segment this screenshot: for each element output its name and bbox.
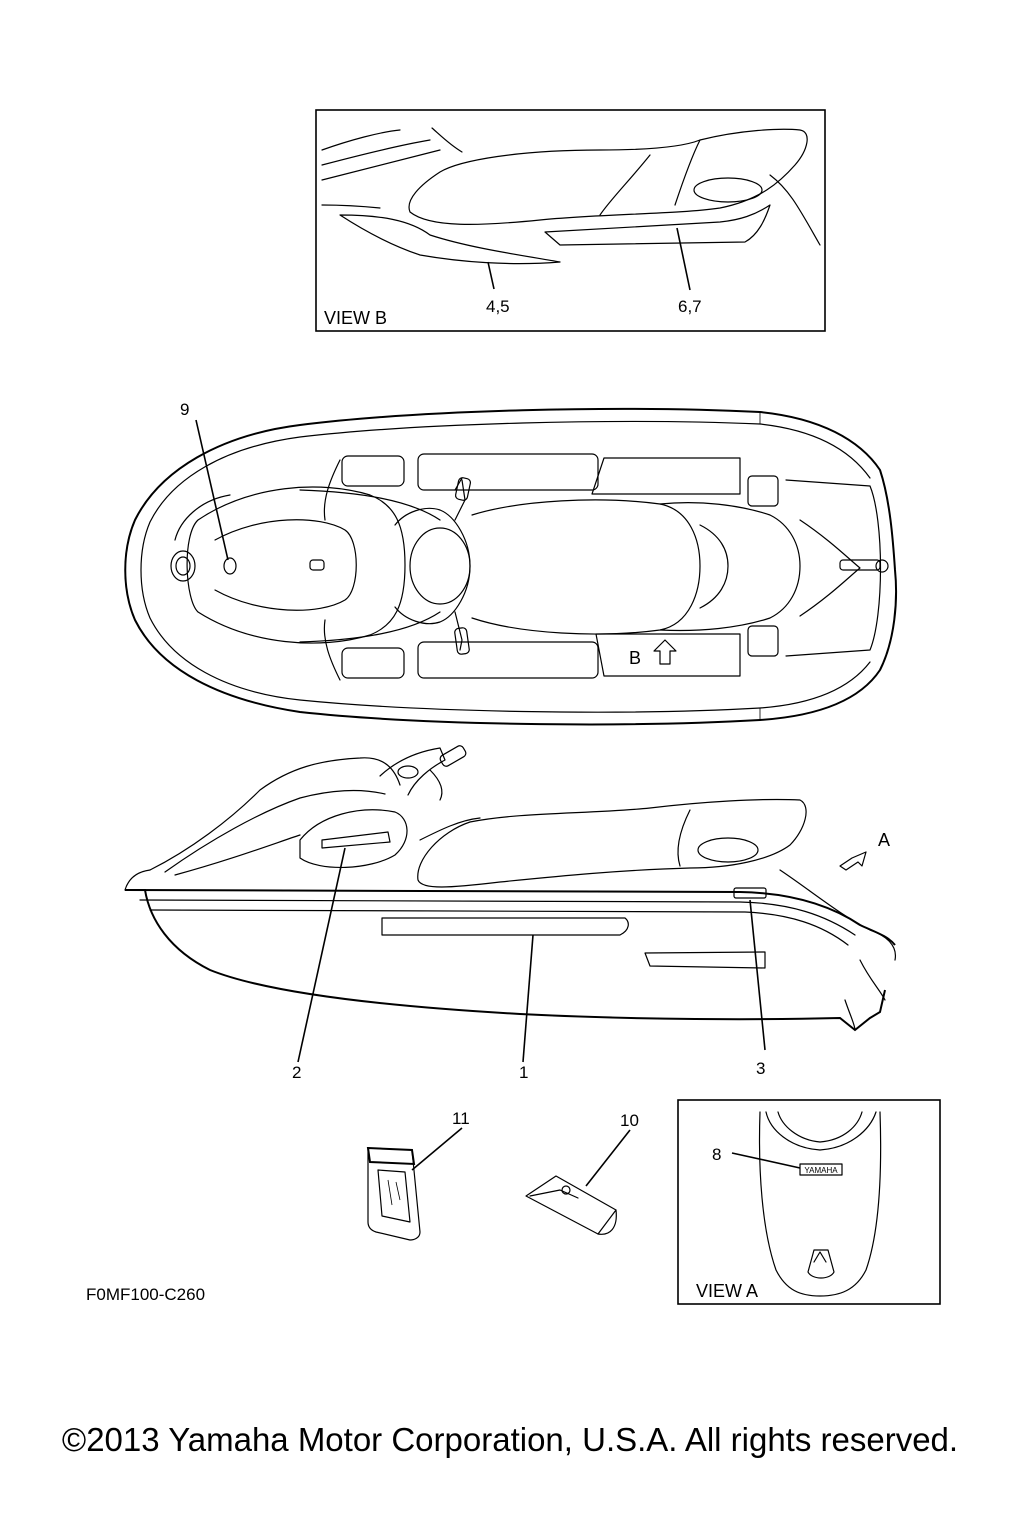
view-b-inset: VIEW B 4,5 6,7 — [315, 109, 826, 332]
figure-code: F0MF100-C260 — [86, 1285, 205, 1304]
part-10-cover: 10 — [525, 1111, 639, 1235]
decal-2 — [321, 831, 391, 849]
callout-8: 8 — [712, 1145, 721, 1164]
decal-4-5 — [339, 214, 561, 265]
yamaha-plate — [799, 1163, 843, 1176]
steering-hub — [409, 527, 471, 605]
callout-9: 9 — [180, 400, 189, 419]
view-a-label: VIEW A — [696, 1281, 758, 1301]
callout-1: 1 — [519, 1063, 528, 1082]
side-rear-handle — [697, 837, 759, 863]
callout-11: 11 — [452, 1109, 470, 1128]
bow-eye — [170, 550, 196, 582]
top-view: B 9 — [124, 400, 898, 726]
view-b-frame — [315, 109, 826, 332]
yamaha-plate-text: YAMAHA — [804, 1166, 838, 1175]
callout-3: 3 — [756, 1059, 765, 1078]
seat-outline — [408, 128, 808, 226]
decal-1 — [381, 917, 629, 936]
arrow-a-icon — [839, 851, 867, 871]
view-a-frame — [677, 1099, 941, 1305]
view-a-inset: YAMAHA 8 VIEW A — [677, 1099, 941, 1305]
part-11-pouch: 11 — [366, 1109, 470, 1241]
side-view-hull — [125, 889, 886, 1032]
decal-3 — [733, 887, 767, 899]
rear-handle — [693, 177, 763, 203]
view-b-label: VIEW B — [324, 308, 387, 328]
callout-2: 2 — [292, 1063, 301, 1082]
arrow-b-label: B — [629, 648, 641, 668]
copyright-notice: ©2013 Yamaha Motor Corporation, U.S.A. A… — [62, 1421, 958, 1458]
top-view-hull — [124, 407, 898, 726]
side-view-seat — [417, 798, 807, 888]
callout-10: 10 — [620, 1111, 639, 1130]
arrow-b-icon — [653, 639, 677, 665]
side-view: A 1 2 3 — [124, 745, 897, 1082]
top-view-seat — [471, 499, 701, 635]
arrow-a-label: A — [878, 830, 890, 850]
callout-4-5: 4,5 — [486, 297, 510, 316]
decal-9-marker — [223, 557, 237, 575]
callout-6-7: 6,7 — [678, 297, 702, 316]
decal-6-7 — [544, 204, 771, 246]
